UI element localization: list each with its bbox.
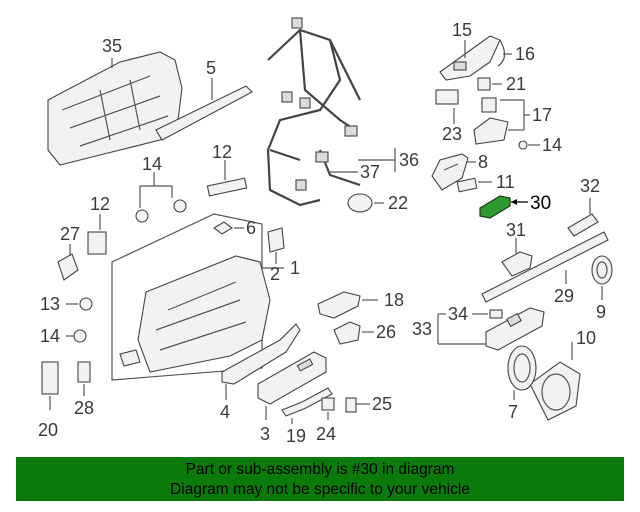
label-20: 20 (38, 420, 58, 440)
part-20-trim (41, 361, 59, 410)
label-1: 1 (290, 258, 300, 278)
label-19: 19 (286, 426, 306, 446)
part-12-bracket (206, 160, 248, 197)
banner-line-1: Part or sub-assembly is #30 in diagram (185, 461, 455, 478)
label-8: 8 (478, 152, 488, 172)
label-33: 33 (412, 319, 432, 339)
label-4: 4 (220, 402, 230, 422)
label-23: 23 (442, 124, 462, 144)
banner-line-2: Diagram may not be specific to your vehi… (170, 481, 470, 498)
part-18-bezel (317, 291, 378, 319)
part-30-highlighted[interactable] (479, 195, 528, 219)
part-2-bracket (267, 227, 285, 264)
label-12-top: 12 (212, 142, 232, 162)
label-31: 31 (506, 220, 526, 240)
part-32-cover (567, 198, 599, 237)
part-8-handle-housing (431, 153, 476, 191)
label-6: 6 (246, 218, 256, 238)
label-17: 17 (532, 105, 552, 125)
label-37: 37 (360, 162, 380, 182)
label-29: 29 (554, 286, 574, 306)
part-3-switch-panel (257, 351, 327, 420)
part-25-cap (345, 397, 370, 413)
part-7-speaker-ring (507, 345, 537, 400)
label-28: 28 (74, 398, 94, 418)
part-29-sill-trim (481, 231, 609, 303)
part-11-pad (456, 177, 492, 193)
part-14-screw-left (66, 329, 87, 343)
label-9: 9 (596, 302, 606, 322)
label-14-right: 14 (542, 135, 562, 155)
label-26: 26 (376, 322, 396, 342)
part-27-clip (57, 244, 79, 281)
part-4-armrest (221, 323, 301, 400)
label-27: 27 (60, 224, 80, 244)
label-5: 5 (206, 58, 216, 78)
part-10-speaker (529, 342, 581, 421)
part-33-switch-module (437, 307, 545, 351)
label-14-top: 14 (142, 154, 162, 174)
label-13: 13 (40, 294, 60, 314)
part-9-speaker-grille (591, 255, 613, 300)
info-banner: Part or sub-assembly is #30 in diagram D… (16, 457, 624, 501)
label-15: 15 (452, 20, 472, 40)
label-11: 11 (496, 172, 515, 192)
part-22-grommet (347, 193, 384, 213)
label-25: 25 (372, 394, 392, 414)
label-21: 21 (506, 74, 526, 94)
label-14-left: 14 (40, 326, 60, 346)
label-18: 18 (384, 290, 404, 310)
label-12-left: 12 (90, 194, 110, 214)
part-36-wiring-harness (266, 17, 396, 207)
part-26-switch (333, 321, 374, 345)
part-13-fastener (66, 297, 93, 311)
label-34: 34 (448, 304, 468, 324)
label-35: 35 (102, 36, 122, 56)
part-12-clip-left (87, 214, 107, 255)
label-30-highlighted[interactable]: 30 (530, 193, 551, 214)
part-28-cap (77, 361, 91, 396)
part-1-door-trim-panel (111, 213, 284, 381)
label-36: 36 (399, 150, 419, 170)
part-35-door-insulator (47, 51, 183, 166)
label-24: 24 (316, 424, 336, 444)
label-10: 10 (576, 328, 596, 348)
label-16: 16 (515, 44, 535, 64)
part-6-clip (213, 221, 244, 235)
label-22: 22 (388, 193, 408, 213)
part-19-strip (281, 387, 333, 424)
part-31-lamp (501, 238, 533, 277)
part-5-trim-strip (155, 78, 253, 141)
part-15-handle-bracket (439, 35, 512, 81)
part-14-screws-top (135, 172, 187, 223)
label-2: 2 (270, 264, 280, 284)
part-17-lock-group (435, 77, 540, 150)
part-24-cap (321, 397, 335, 420)
label-32: 32 (580, 176, 600, 196)
label-7: 7 (508, 402, 518, 422)
label-3: 3 (260, 424, 270, 444)
